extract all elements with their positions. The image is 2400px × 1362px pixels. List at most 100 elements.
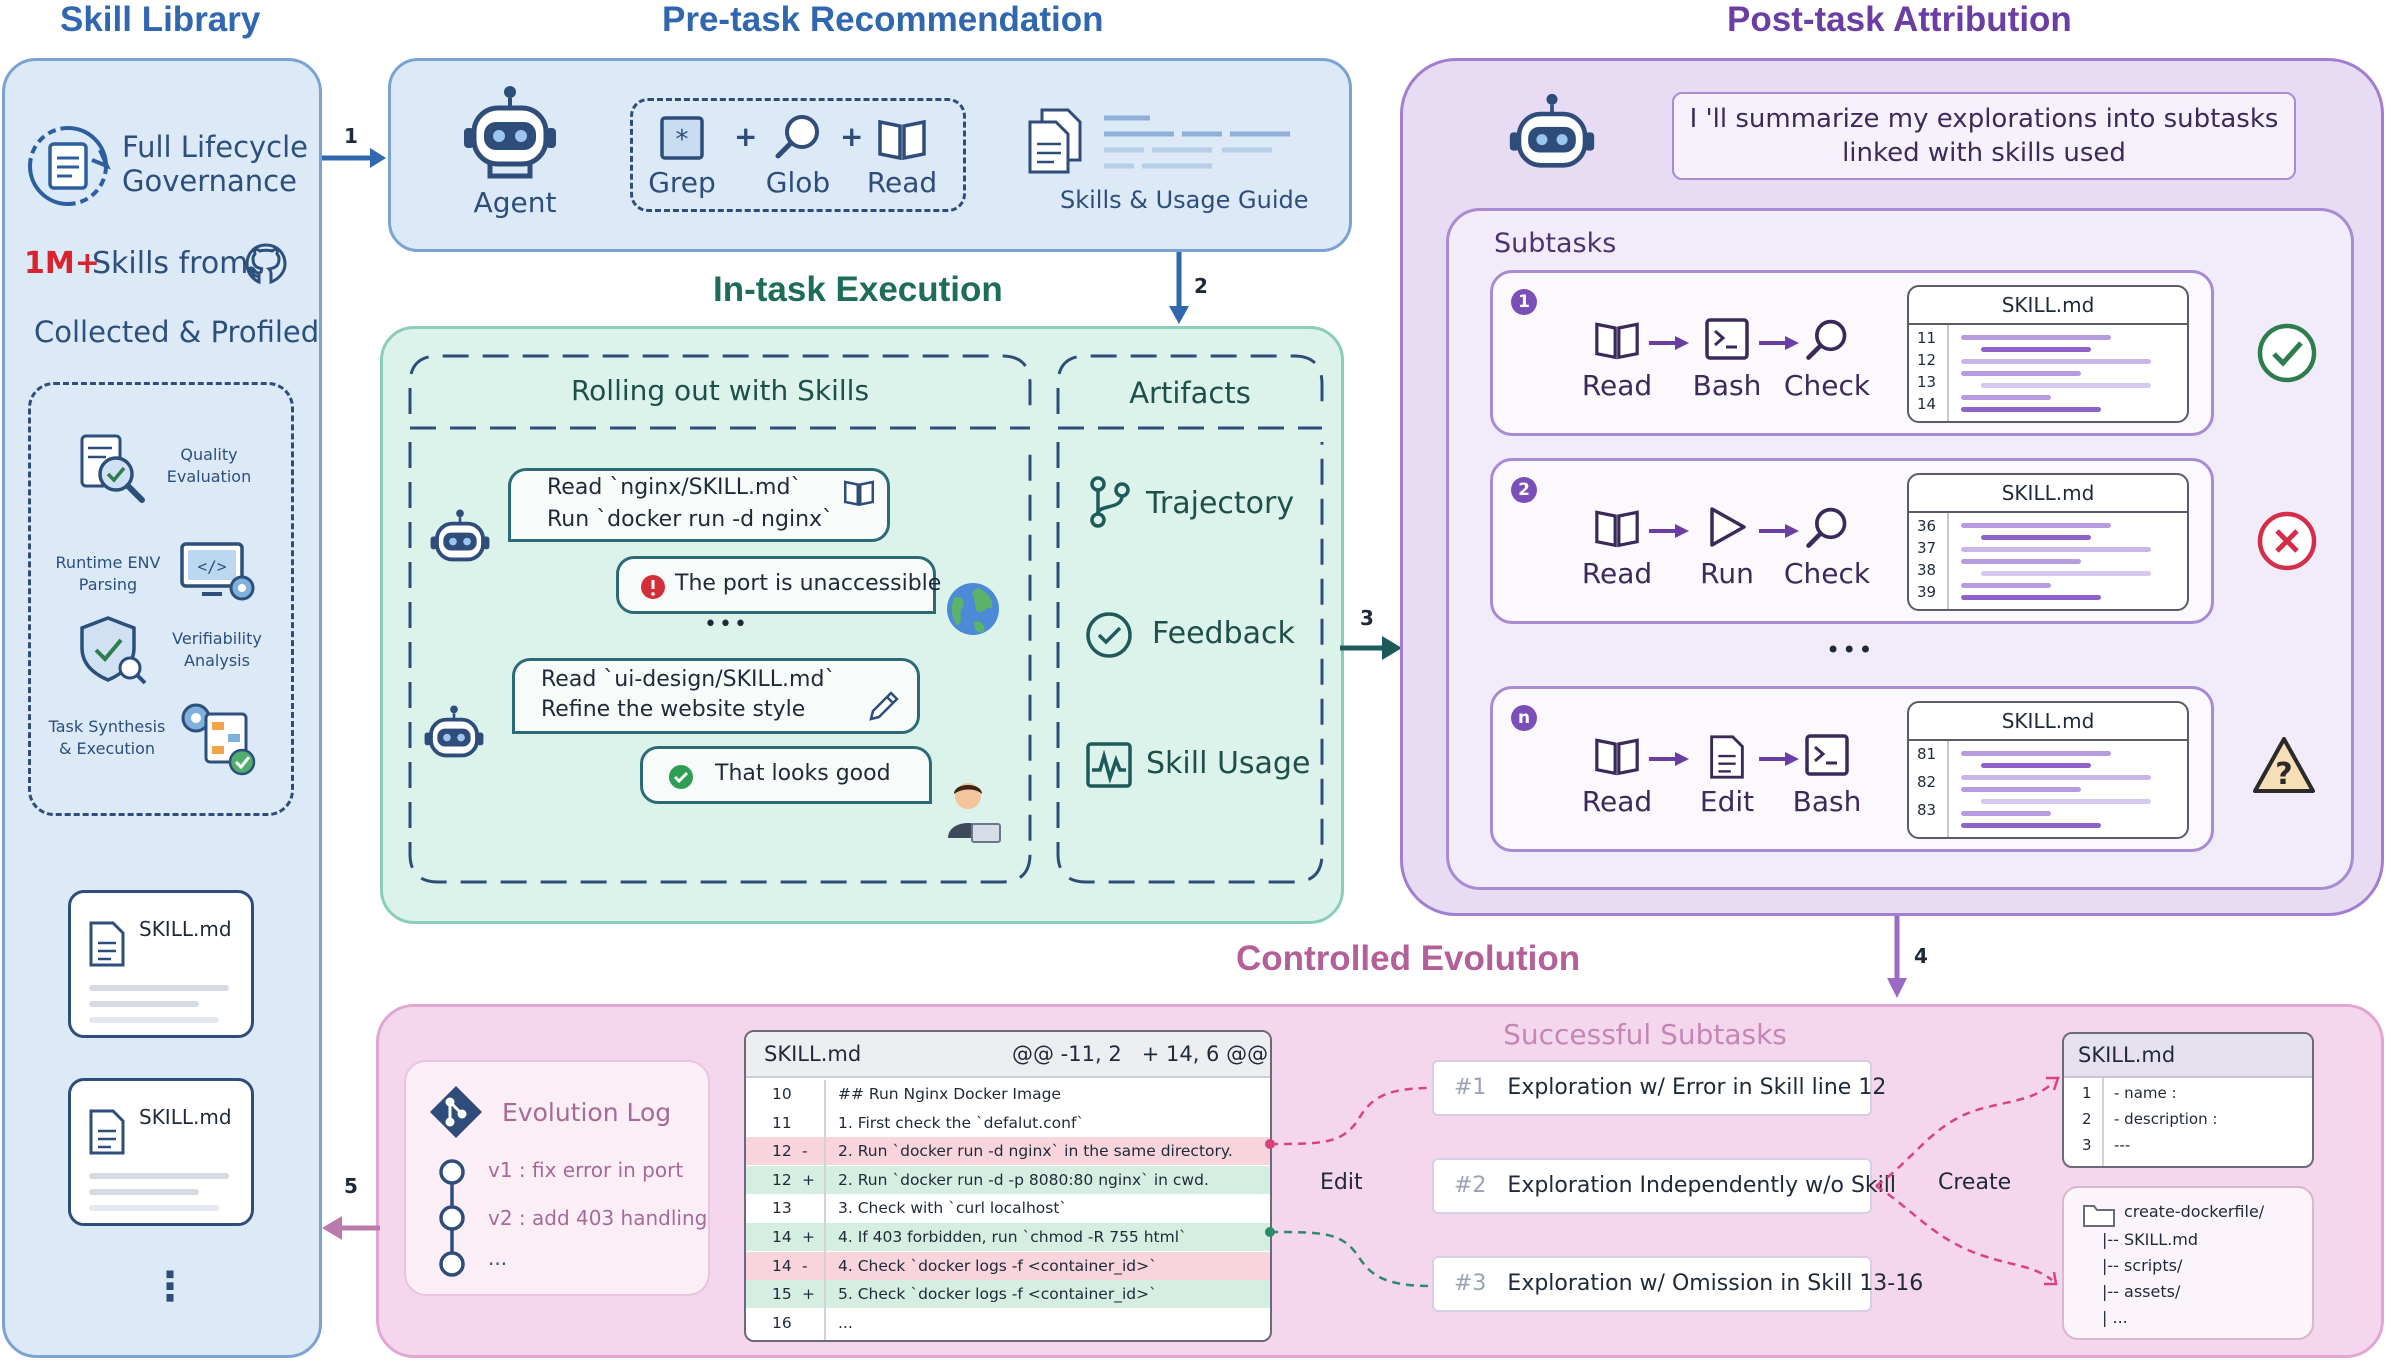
diff-line-number: 16	[772, 1313, 792, 1332]
skill-text-line	[1961, 407, 2101, 412]
skills-from-label: Skills from	[92, 246, 249, 281]
new-skill-line: - description :	[2114, 1110, 2218, 1128]
diff-line-number: 10	[772, 1085, 792, 1103]
new-skill-line: - name :	[2114, 1084, 2177, 1102]
skill-text-line	[1961, 371, 2081, 376]
subtasks-label: Subtasks	[1494, 228, 1617, 259]
diff-line-number: 12	[772, 1170, 792, 1189]
svg-text:?: ?	[2275, 757, 2292, 792]
folder-icon	[2083, 1205, 2115, 1227]
subtask-step-label: Check	[1783, 557, 1871, 590]
skill-text-line	[1981, 571, 2151, 576]
diff-line-text: 4. Check `docker logs -f <container_id>`	[838, 1256, 1157, 1275]
subtask-number-badge: 1	[1511, 289, 1537, 315]
tool-read-label: Read	[866, 166, 938, 199]
tree-entry: | ...	[2102, 1308, 2128, 1327]
diff-row: 16...	[746, 1309, 1270, 1337]
edit-label: Edit	[1320, 1170, 1363, 1195]
chat-bubble-env-1: The port is unaccessible	[616, 556, 941, 614]
tree-entry: |-- scripts/	[2102, 1256, 2183, 1275]
artifacts-box	[1056, 354, 1324, 884]
artifact-trajectory: Trajectory	[1146, 486, 1295, 521]
log-item-v1[interactable]: v1 : fix error in port	[488, 1158, 684, 1182]
grep-icon: *	[660, 116, 704, 160]
pencil-icon	[869, 691, 899, 721]
skill-line-number: 81	[1917, 745, 1937, 763]
warning-question-icon: ?	[2251, 735, 2317, 801]
documents-icon	[1028, 108, 1082, 174]
git-diamond-icon	[430, 1086, 482, 1138]
subtasks-ellipsis: •••	[1826, 636, 1875, 664]
diff-marker: +	[802, 1228, 815, 1246]
guide-lines-decoration	[1104, 115, 1304, 169]
chat-bubble-user-1: That looks good	[640, 746, 932, 804]
skill-text-line	[1981, 383, 2151, 388]
library-skill-card-1[interactable]: SKILL.md	[68, 890, 254, 1038]
arrow-4	[1887, 916, 1907, 998]
step-arrow	[1759, 752, 1799, 766]
run-icon	[1697, 505, 1757, 555]
skill-usage-chart-icon	[1086, 742, 1132, 788]
skill-count: 1M+	[24, 246, 100, 281]
magnifier-check-icon	[80, 434, 145, 503]
skills-usage-guide-label: Skills & Usage Guide	[1060, 186, 1309, 214]
subtask-number-badge: 2	[1511, 477, 1537, 503]
chat-bubble-agent-2: Read `ui-design/SKILL.md` Refine the web…	[512, 658, 920, 734]
skill-line-number: 82	[1917, 773, 1937, 791]
diff-line-number: 14	[772, 1256, 792, 1275]
skill-line-number: 38	[1917, 561, 1937, 579]
chat-ellipsis: •••	[704, 612, 749, 637]
log-item-v2[interactable]: v2 : add 403 handling	[488, 1206, 708, 1230]
profiling-box	[28, 382, 294, 816]
skill-text-line	[1981, 763, 2091, 768]
globe-icon	[947, 583, 999, 635]
skill-text-line	[1961, 559, 2081, 564]
skill-library-title: Skill Library	[60, 0, 261, 39]
file-icon	[89, 1109, 125, 1155]
step-arrow	[1759, 524, 1799, 538]
bash-icon	[1697, 317, 1757, 367]
diff-line-text: 2. Run `docker run -d -p 8080:80 nginx` …	[838, 1170, 1209, 1189]
skill-line-number: 37	[1917, 539, 1937, 557]
new-skill-line: ---	[2114, 1136, 2131, 1154]
success-check-icon	[2255, 321, 2319, 389]
step-arrow	[1649, 752, 1689, 766]
svg-text:*: *	[674, 125, 690, 155]
chat-line: Read `ui-design/SKILL.md`	[541, 667, 836, 692]
subtask-step-label: Read	[1581, 557, 1653, 590]
in-task-panel	[380, 326, 1344, 924]
diff-line-number: 11	[772, 1113, 792, 1132]
collected-profiled-label: Collected & Profiled	[34, 315, 320, 349]
read-book-icon	[844, 480, 874, 507]
robot-icon	[464, 86, 556, 179]
step-arrow	[1649, 524, 1689, 538]
successful-subtask-2[interactable]: #2 Exploration Independently w/o Skill	[1432, 1158, 1896, 1214]
shield-check-icon	[80, 616, 147, 685]
diff-line-text: ...	[838, 1313, 853, 1332]
successful-subtask-3[interactable]: #3 Exploration w/ Omission in Skill 13-1…	[1432, 1256, 1923, 1312]
successful-subtask-1[interactable]: #1 Exploration w/ Error in Skill line 12	[1432, 1060, 1886, 1116]
skill-file-name: SKILL.md	[1909, 475, 2187, 513]
skill-text-line	[1961, 359, 2151, 364]
feedback-check-icon	[1086, 612, 1132, 658]
library-skill-card-2[interactable]: SKILL.md	[68, 1078, 254, 1226]
chat-bubble-agent-1: Read `nginx/SKILL.md` Run `docker run -d…	[508, 468, 890, 542]
skill-text-line	[1981, 347, 2091, 352]
in-task-title: In-task Execution	[713, 270, 1003, 309]
arrow-3-label: 3	[1360, 606, 1374, 630]
skill-text-line	[1961, 547, 2151, 552]
skill-text-line	[1961, 583, 2051, 588]
diff-line-number: 14	[772, 1228, 792, 1246]
skill-text-line	[1961, 595, 2101, 600]
tools-box	[630, 98, 966, 212]
diff-hunk-header: @@ -11, 2 + 14, 6 @@	[1012, 1042, 1269, 1066]
arrow-5-label: 5	[344, 1174, 358, 1198]
post-task-title: Post-task Attribution	[1727, 0, 2072, 39]
